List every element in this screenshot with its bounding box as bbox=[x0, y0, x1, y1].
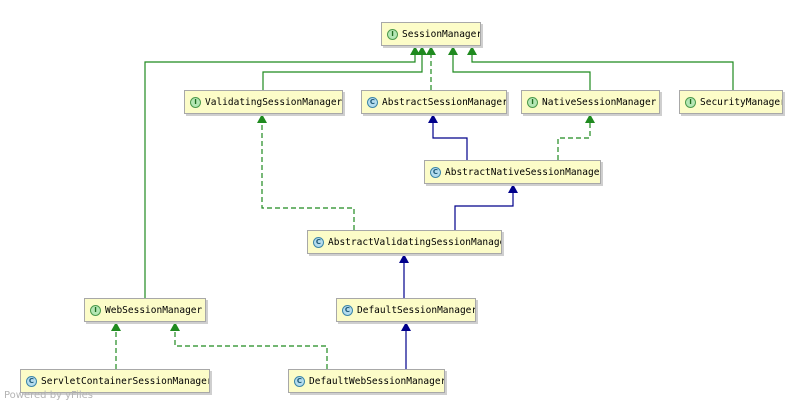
edge-validating-session-manager-to-session-manager bbox=[262, 46, 427, 90]
arrowhead bbox=[170, 322, 180, 331]
arrowhead bbox=[428, 114, 438, 123]
interface-icon: I bbox=[190, 96, 201, 108]
arrowhead bbox=[399, 254, 409, 263]
arrowhead bbox=[448, 46, 458, 55]
node-native-session-manager[interactable]: I NativeSessionManager bbox=[521, 90, 660, 114]
edge-line bbox=[144, 46, 416, 298]
edge-web-session-manager-to-session-manager bbox=[144, 46, 420, 298]
arrowhead bbox=[467, 46, 477, 55]
class-icon: C bbox=[26, 375, 37, 387]
node-label: DefaultWebSessionManager bbox=[309, 375, 445, 387]
interface-icon: I bbox=[387, 28, 398, 40]
node-security-manager[interactable]: I SecurityManager bbox=[679, 90, 783, 114]
node-label: WebSessionManager bbox=[105, 304, 203, 316]
arrowhead bbox=[426, 46, 436, 55]
edge-line bbox=[174, 322, 328, 369]
edge-native-session-manager-to-session-manager bbox=[448, 46, 591, 90]
node-servlet-container-session-manager[interactable]: C ServletContainerSessionManager bbox=[20, 369, 210, 393]
node-default-web-session-manager[interactable]: C DefaultWebSessionManager bbox=[288, 369, 445, 393]
arrowhead bbox=[585, 114, 595, 123]
arrowhead bbox=[410, 46, 420, 55]
node-label: ValidatingSessionManager bbox=[205, 96, 343, 108]
arrowhead bbox=[257, 114, 267, 123]
edge-default-session-manager-to-abstract-validating-session-manager bbox=[399, 254, 409, 298]
node-label: NativeSessionManager bbox=[542, 96, 657, 108]
edge-abstract-native-session-manager-to-native-session-manager bbox=[557, 114, 595, 160]
watermark: Powered by yFiles bbox=[4, 390, 93, 401]
node-abstract-session-manager[interactable]: C AbstractSessionManager bbox=[361, 90, 507, 114]
node-validating-session-manager[interactable]: I ValidatingSessionManager bbox=[184, 90, 343, 114]
edge-line bbox=[471, 46, 734, 90]
node-abstract-validating-session-manager[interactable]: C AbstractValidatingSessionManager bbox=[307, 230, 502, 254]
edge-line bbox=[262, 46, 423, 90]
edge-line bbox=[452, 46, 591, 90]
edge-line bbox=[432, 114, 468, 160]
class-icon: C bbox=[430, 166, 441, 178]
edge-line bbox=[454, 184, 514, 230]
edge-line bbox=[261, 114, 355, 230]
edge-servlet-container-session-manager-to-web-session-manager bbox=[111, 322, 121, 369]
interface-icon: I bbox=[527, 96, 538, 108]
edge-default-web-session-manager-to-web-session-manager bbox=[170, 322, 328, 369]
node-label: ServletContainerSessionManager bbox=[41, 375, 210, 387]
class-icon: C bbox=[294, 375, 305, 387]
node-label: AbstractValidatingSessionManager bbox=[328, 236, 502, 248]
node-label: AbstractSessionManager bbox=[382, 96, 507, 108]
arrowhead bbox=[417, 46, 427, 55]
class-icon: C bbox=[367, 96, 378, 108]
edge-line bbox=[557, 114, 591, 160]
node-label: DefaultSessionManager bbox=[357, 304, 476, 316]
arrowhead bbox=[508, 184, 518, 193]
node-default-session-manager[interactable]: C DefaultSessionManager bbox=[336, 298, 476, 322]
interface-icon: I bbox=[685, 96, 696, 108]
edge-default-web-session-manager-to-default-session-manager bbox=[401, 322, 411, 369]
class-icon: C bbox=[313, 236, 324, 248]
arrowhead bbox=[111, 322, 121, 331]
node-session-manager[interactable]: I SessionManager bbox=[381, 22, 481, 46]
node-label: SessionManager bbox=[402, 28, 481, 40]
arrowhead bbox=[401, 322, 411, 331]
edge-abstract-session-manager-to-session-manager bbox=[426, 46, 436, 90]
edge-abstract-validating-session-manager-to-validating-session-manager bbox=[257, 114, 355, 230]
node-abstract-native-session-manager[interactable]: C AbstractNativeSessionManager bbox=[424, 160, 601, 184]
node-label: SecurityManager bbox=[700, 96, 783, 108]
interface-icon: I bbox=[90, 304, 101, 316]
class-icon: C bbox=[342, 304, 353, 316]
edge-security-manager-to-session-manager bbox=[467, 46, 734, 90]
node-label: AbstractNativeSessionManager bbox=[445, 166, 601, 178]
node-web-session-manager[interactable]: I WebSessionManager bbox=[84, 298, 206, 322]
edge-abstract-native-session-manager-to-abstract-session-manager bbox=[428, 114, 468, 160]
edge-abstract-validating-session-manager-to-abstract-native-session-manager bbox=[454, 184, 518, 230]
